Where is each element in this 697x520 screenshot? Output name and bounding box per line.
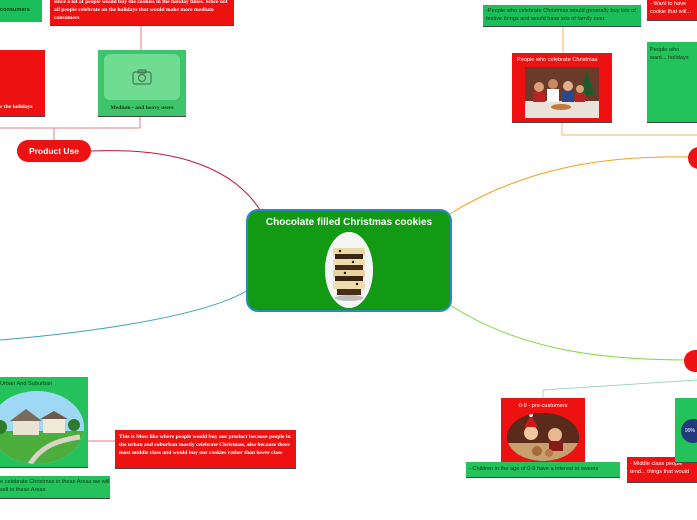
want-note-underline (647, 20, 697, 21)
consumers-fragment-box[interactable]: consumers (0, 0, 42, 22)
suburb-illustration (0, 391, 84, 464)
celebrate-box[interactable]: People who celebrate Christmas (512, 53, 612, 122)
central-topic[interactable]: Chocolate filled Christmas cookies (246, 209, 452, 312)
users-underline (98, 116, 186, 117)
urban-label: Urban And Suburban (0, 381, 53, 387)
camera-icon (132, 69, 152, 85)
badge-box[interactable]: 99% (675, 398, 697, 462)
family-dinner-illustration (525, 67, 599, 118)
family-photo (525, 67, 599, 118)
holiday-note-underline (50, 25, 234, 26)
urban-note-text: This is Most like where people would buy… (119, 434, 291, 456)
holidays-fragment-text: r the holidays (0, 104, 33, 110)
children-photo (507, 413, 579, 461)
urban-note-box[interactable]: This is Most like where people would buy… (115, 430, 296, 468)
celebrate-underline (512, 122, 612, 123)
suburb-photo (0, 391, 84, 464)
badge-circle: 99% (681, 419, 697, 443)
festive-note-text: -People who celebrate Christmas would ge… (486, 8, 636, 22)
camera-placeholder (104, 54, 180, 100)
holidays-note-underline (647, 122, 697, 123)
areas-note-box[interactable]: e celebrate Christmas in these Areas we … (0, 476, 110, 498)
holidays-note-text: People who want... holidays (650, 47, 689, 61)
urban-note-underline (115, 468, 296, 469)
children-note-underline (466, 477, 620, 478)
middle-class-note-text: - Middle class people tend... things tha… (630, 461, 690, 475)
consumers-fragment-text: consumers (0, 7, 30, 13)
festive-note-underline (483, 26, 641, 27)
holidays-note-box[interactable]: People who want... holidays (647, 42, 697, 122)
holidays-fragment-box[interactable]: r the holidays (0, 50, 45, 116)
age-box[interactable]: 0-9 - pre-customers (501, 398, 585, 465)
festive-note-box[interactable]: -People who celebrate Christmas would ge… (483, 5, 641, 26)
users-label: Medium - and heavy users (110, 105, 174, 111)
urban-box[interactable]: Urban And Suburban (0, 377, 88, 467)
areas-note-text: e celebrate Christmas in these Areas we … (0, 479, 110, 493)
want-note-box[interactable]: - Want to have cookie that will... (647, 0, 697, 20)
right-branch-pill-bottom[interactable] (684, 350, 697, 372)
celebrate-label: People who celebrate Christmas (517, 57, 598, 63)
holiday-note-text: since a lot of people would buy the cook… (54, 0, 228, 21)
children-cookies-illustration (507, 413, 579, 461)
holiday-note-box[interactable]: since a lot of people would buy the cook… (50, 0, 234, 25)
children-note-text: - Children in the age of 0-9 have a inte… (469, 466, 599, 472)
cookie-image (325, 232, 373, 308)
cookie-stack-illustration (325, 232, 373, 308)
badge-text: 99% (685, 428, 696, 434)
middle-class-note-underline (627, 482, 697, 483)
product-use-branch[interactable]: Product Use (17, 140, 91, 162)
want-note-text: - Want to have cookie that will... (650, 1, 692, 15)
areas-note-underline (0, 498, 110, 499)
urban-underline (0, 467, 88, 468)
right-branch-pill-top[interactable] (688, 147, 697, 169)
children-note-box[interactable]: - Children in the age of 0-9 have a inte… (466, 462, 620, 477)
product-use-label: Product Use (28, 146, 80, 156)
central-topic-title: Chocolate filled Christmas cookies (265, 217, 433, 228)
holidays-fragment-underline (0, 116, 45, 117)
badge-underline (675, 462, 697, 463)
age-label: 0-9 - pre-customers (518, 403, 568, 409)
users-box[interactable]: Medium - and heavy users (98, 50, 186, 116)
